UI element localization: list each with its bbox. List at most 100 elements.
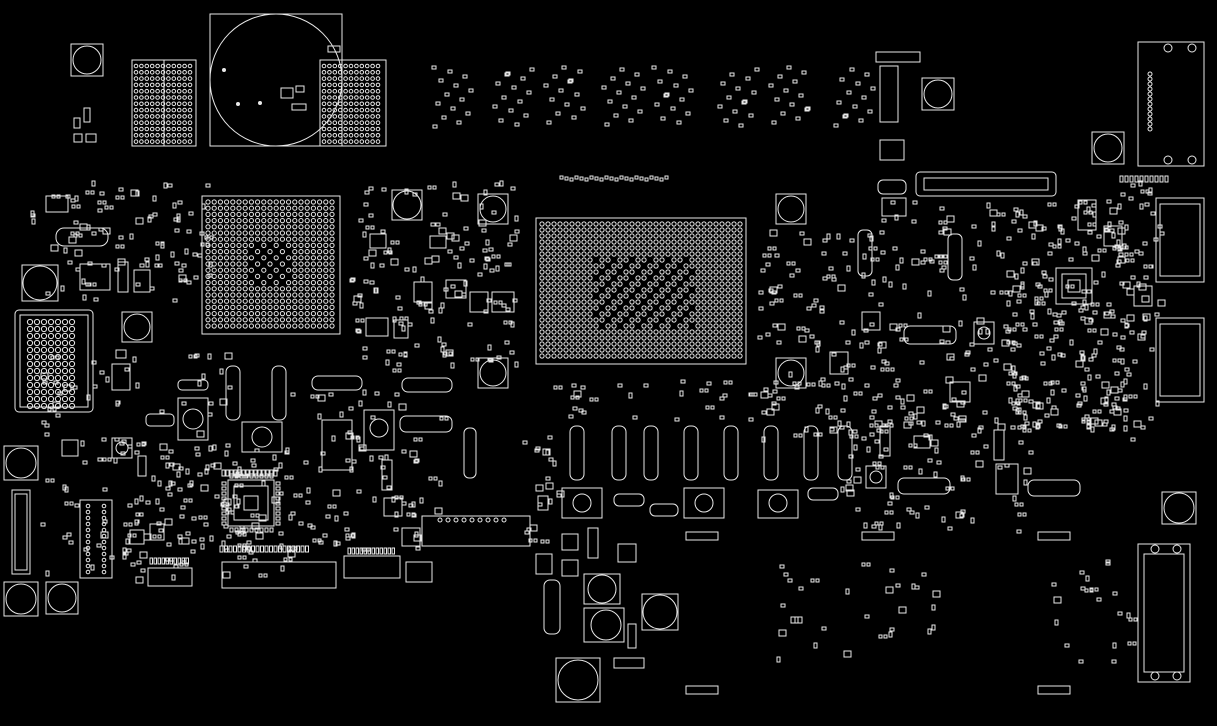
smd-pad <box>272 454 277 461</box>
mounting-pad[interactable] <box>583 607 625 643</box>
ball-pad <box>539 281 545 287</box>
ball-pad <box>133 82 139 88</box>
connector[interactable] <box>343 555 401 579</box>
memory-connector-left[interactable] <box>131 59 197 147</box>
flex-connector[interactable] <box>915 171 1057 197</box>
ball-pad <box>707 347 713 353</box>
mounting-pad[interactable] <box>641 593 679 631</box>
connector-vertical[interactable] <box>79 499 113 579</box>
mounting-pad[interactable] <box>121 311 153 343</box>
smd-pad <box>230 510 235 515</box>
smd-pad <box>399 495 404 500</box>
ball-pad <box>101 551 107 557</box>
ball-pad <box>144 95 150 100</box>
smd-pad <box>1001 212 1006 217</box>
ball-pad <box>629 329 635 335</box>
mounting-pad[interactable] <box>3 581 39 617</box>
ball-pad <box>329 230 335 236</box>
smd-pad <box>578 408 584 413</box>
smd-pad <box>136 442 141 447</box>
qfn-chip[interactable] <box>1055 267 1093 305</box>
smd-pad <box>950 486 955 491</box>
smd-pad <box>370 225 375 230</box>
mounting-pad[interactable] <box>45 581 79 615</box>
smd-pad <box>732 109 738 114</box>
mounting-pad[interactable] <box>555 657 601 703</box>
ball-pad <box>267 286 273 292</box>
mounting-pad[interactable] <box>775 357 807 389</box>
ball-pad <box>364 63 370 69</box>
ball-pad <box>677 287 683 293</box>
smd-pad <box>859 342 864 349</box>
mounting-pad[interactable] <box>921 77 955 111</box>
smd-pad <box>42 380 48 385</box>
smd-pad <box>181 537 190 545</box>
ball-pad <box>298 242 304 248</box>
smd-pad <box>225 443 231 448</box>
connector[interactable] <box>147 567 193 587</box>
ball-pad <box>68 360 76 368</box>
ball-pad <box>1147 106 1153 112</box>
ball-pad <box>587 221 593 227</box>
ball-pad <box>236 267 242 273</box>
ball-pad <box>68 346 76 354</box>
mounting-pad[interactable] <box>583 573 621 605</box>
chip-ic[interactable] <box>79 263 111 291</box>
mounting-pad[interactable] <box>21 264 59 302</box>
smd-pad <box>333 540 338 547</box>
bga-chipset[interactable] <box>201 195 341 335</box>
usb-port[interactable] <box>1155 317 1205 403</box>
smd-pad <box>920 249 926 254</box>
memory-slot-right[interactable] <box>1137 543 1191 683</box>
mounting-pad[interactable] <box>477 357 509 389</box>
ball-pad <box>310 317 316 323</box>
mounting-pad[interactable] <box>1161 491 1197 525</box>
mounting-pad[interactable] <box>3 445 39 481</box>
ball-pad <box>659 287 665 293</box>
ball-pad <box>292 218 298 224</box>
smd-pad <box>387 247 392 254</box>
smd-pad <box>983 362 989 367</box>
ball-pad <box>298 255 304 261</box>
ball-pad <box>364 120 370 125</box>
smd-pad <box>813 642 818 649</box>
smd-pad <box>155 254 160 261</box>
mounting-pad[interactable] <box>775 193 807 225</box>
memory-connector-right[interactable] <box>319 59 387 147</box>
smd-pad <box>369 455 374 462</box>
inductor-component[interactable] <box>55 227 109 247</box>
smd-pad <box>872 396 878 401</box>
smd-pad <box>347 547 351 555</box>
smd-pad <box>278 462 283 469</box>
smd-pad <box>977 240 982 247</box>
ball-pad <box>647 281 653 287</box>
connector-vertical[interactable] <box>11 489 31 575</box>
mounting-pad[interactable] <box>1091 131 1125 165</box>
smd-pad <box>418 302 423 307</box>
mounting-pad[interactable] <box>477 193 509 225</box>
cpu-bga[interactable] <box>535 217 747 365</box>
smd-pad <box>1080 305 1086 310</box>
ball-pad <box>304 218 310 224</box>
smd-pad <box>269 527 274 533</box>
ball-pad <box>292 242 298 248</box>
smd-pad <box>1054 327 1059 332</box>
smd-pad <box>327 504 332 509</box>
usb-port[interactable] <box>1155 197 1205 283</box>
mounting-pad-top-left[interactable] <box>70 43 104 77</box>
ball-pad <box>304 304 310 310</box>
ball-pad <box>242 218 248 224</box>
io-connector-top-right[interactable] <box>1137 41 1205 167</box>
smd-pad <box>919 360 925 365</box>
ball-pad <box>557 293 563 299</box>
connector[interactable] <box>221 561 337 589</box>
smd-pad <box>57 391 63 396</box>
mounting-pad[interactable] <box>391 189 423 221</box>
connector[interactable] <box>405 561 433 583</box>
ball-pad <box>166 70 171 75</box>
bga-chip-left[interactable] <box>14 309 94 413</box>
ball-pad <box>575 269 581 275</box>
smd-pad <box>362 346 368 351</box>
